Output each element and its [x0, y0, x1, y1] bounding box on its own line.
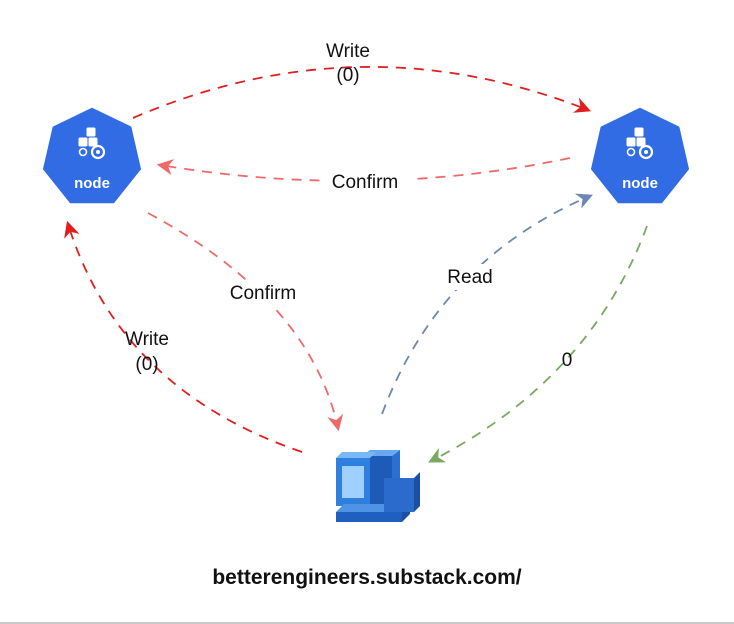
node-right: node — [587, 104, 693, 207]
write-label-left: Write — [125, 329, 169, 350]
confirm-label-diagonal: Confirm — [230, 283, 297, 304]
cube-gear-icon — [626, 127, 654, 160]
confirm-arrow-diagonal — [147, 212, 344, 432]
footer-url: betterengineers.substack.com/ — [212, 566, 522, 589]
cube-gear-icon — [78, 127, 106, 160]
node-left-label: node — [74, 175, 110, 192]
confirm-label-top: Confirm — [332, 172, 399, 193]
write-label-top: Write — [326, 41, 370, 62]
client-computer-icon — [336, 450, 420, 522]
node-right-label: node — [622, 175, 658, 192]
read-label: Read — [447, 267, 492, 288]
node-left: node — [39, 104, 145, 207]
value-arrow — [428, 225, 648, 463]
write-arrow-left — [64, 220, 303, 453]
write-label-left-value: (0) — [135, 354, 158, 375]
write-label-top-value: (0) — [336, 65, 359, 86]
write-arrow-top — [132, 66, 592, 119]
value-label: 0 — [562, 350, 573, 371]
read-arrow — [381, 193, 593, 415]
